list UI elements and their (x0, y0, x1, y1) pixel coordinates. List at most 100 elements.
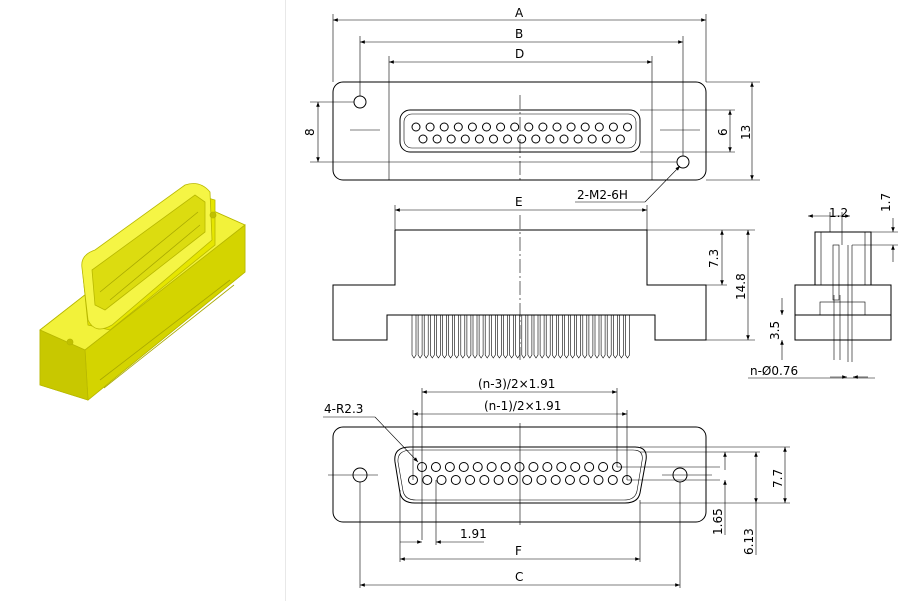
pin-lead (594, 315, 600, 359)
pin (503, 134, 513, 144)
pin-array (408, 462, 633, 485)
pin-lead (417, 315, 423, 359)
pin-lead (564, 315, 569, 359)
pin (584, 462, 595, 472)
pin (489, 134, 498, 144)
bottom-view: (n-3)/2×1.91 (n-1)/2×1.91 4-R2.3 1.91 F … (323, 377, 790, 588)
pin-lead (570, 315, 575, 359)
top-view: A B D 8 13 6 2-M2-6H (303, 6, 760, 203)
pin (425, 122, 435, 132)
pin (566, 122, 576, 132)
callout-thread: 2-M2-6H (577, 188, 628, 202)
pin (550, 475, 561, 485)
dim-7-7: 7.7 (771, 469, 785, 488)
pin (524, 122, 534, 132)
pin (573, 134, 583, 144)
dim-6: 6 (716, 128, 730, 136)
pin-lead (521, 315, 527, 359)
pin (458, 462, 469, 472)
pin (460, 134, 470, 144)
pin-lead (503, 315, 508, 359)
pin (436, 475, 447, 485)
dim-pitch-outer: (n-3)/2×1.91 (478, 377, 555, 391)
pin (514, 462, 525, 472)
pin (430, 462, 441, 472)
pin-lead (497, 315, 502, 359)
pin (601, 134, 611, 144)
pin-lead (606, 315, 612, 359)
pin-row (99, 211, 235, 389)
dim-F: F (515, 544, 522, 558)
pin-lead (539, 315, 545, 359)
pin (598, 462, 609, 472)
dim-8: 8 (303, 128, 317, 136)
dim-13: 13 (739, 125, 753, 140)
pin-lead (551, 315, 557, 359)
pin-lead (490, 315, 496, 359)
pin-lead (582, 315, 588, 359)
pin (479, 475, 490, 485)
pin (615, 134, 625, 144)
dim-7-3: 7.3 (707, 249, 721, 268)
pin (536, 475, 547, 485)
pin (472, 462, 483, 472)
pin-lead (472, 315, 478, 359)
pin (432, 134, 442, 144)
pin-lead (478, 315, 484, 359)
dim-6-13: 6.13 (742, 528, 756, 555)
pin (453, 122, 463, 132)
dim-1-7: 1.7 (879, 193, 893, 212)
pin (528, 462, 539, 472)
pin-lead (588, 315, 594, 359)
pin (500, 462, 511, 472)
dim-E: E (515, 195, 523, 209)
dim-14-8: 14.8 (734, 273, 748, 300)
pin-lead (545, 315, 551, 359)
pin (486, 462, 497, 472)
pin-lead (619, 315, 624, 359)
pin-lead (448, 315, 453, 359)
pin-lead (527, 315, 533, 359)
dim-1-2: 1.2 (829, 206, 848, 220)
pin (564, 475, 575, 485)
pin (556, 462, 567, 472)
pin (531, 134, 541, 144)
pin (593, 475, 604, 485)
pin (559, 134, 569, 144)
dim-radius: 4-R2.3 (324, 402, 363, 416)
pin (522, 475, 533, 485)
pin (570, 462, 581, 472)
pin (465, 475, 476, 485)
pin-lead (600, 315, 606, 359)
dim-D: D (515, 47, 524, 61)
pin-lead (515, 315, 521, 359)
pin-lead (484, 315, 490, 359)
pin (623, 122, 632, 132)
pin-lead (442, 315, 447, 359)
pin (482, 122, 491, 132)
dim-pitch-inner: (n-1)/2×1.91 (484, 399, 561, 413)
divider (285, 0, 286, 601)
pin-lead (625, 315, 630, 359)
pin-lead (460, 315, 466, 359)
pin-lead (423, 315, 429, 359)
pin (467, 122, 477, 132)
pin (608, 122, 618, 132)
dim-3-5: 3.5 (768, 321, 782, 340)
pin (418, 134, 428, 144)
dim-B: B (515, 27, 523, 41)
pin-array (411, 122, 632, 144)
pin (607, 475, 618, 485)
dim-A: A (515, 6, 524, 20)
dim-pin-diameter: n-Ø0.76 (750, 364, 798, 378)
side-view: E 7.3 14.8 (332, 195, 755, 360)
pin-lead (411, 315, 417, 359)
pin (552, 122, 562, 132)
pin (517, 134, 527, 144)
pin-lead (466, 315, 472, 359)
pin (493, 475, 504, 485)
pin (446, 134, 456, 144)
pin (542, 462, 553, 472)
connector-3d-render (39, 183, 246, 401)
